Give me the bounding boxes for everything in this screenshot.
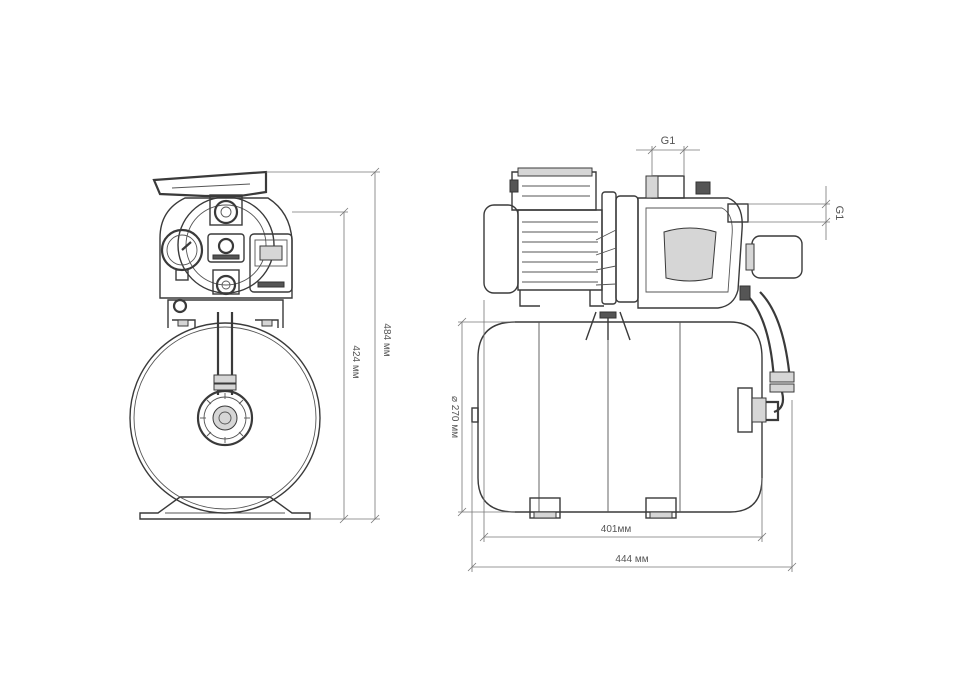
inlet-thread-label: G1 bbox=[833, 206, 845, 221]
tank-diameter-label: ⌀ 270 мм bbox=[449, 396, 460, 438]
side-view bbox=[471, 167, 803, 519]
front-view bbox=[129, 170, 321, 520]
height-to-head-label: 424 мм bbox=[350, 345, 361, 378]
side-dimensions bbox=[457, 145, 831, 572]
overall-length-label: 444 мм bbox=[615, 554, 648, 565]
feet-width-label: 401мм bbox=[601, 524, 632, 535]
outlet-thread-label: G1 bbox=[661, 135, 676, 147]
front-dimensions bbox=[266, 167, 380, 524]
height-total-label: 484 мм bbox=[381, 323, 392, 356]
